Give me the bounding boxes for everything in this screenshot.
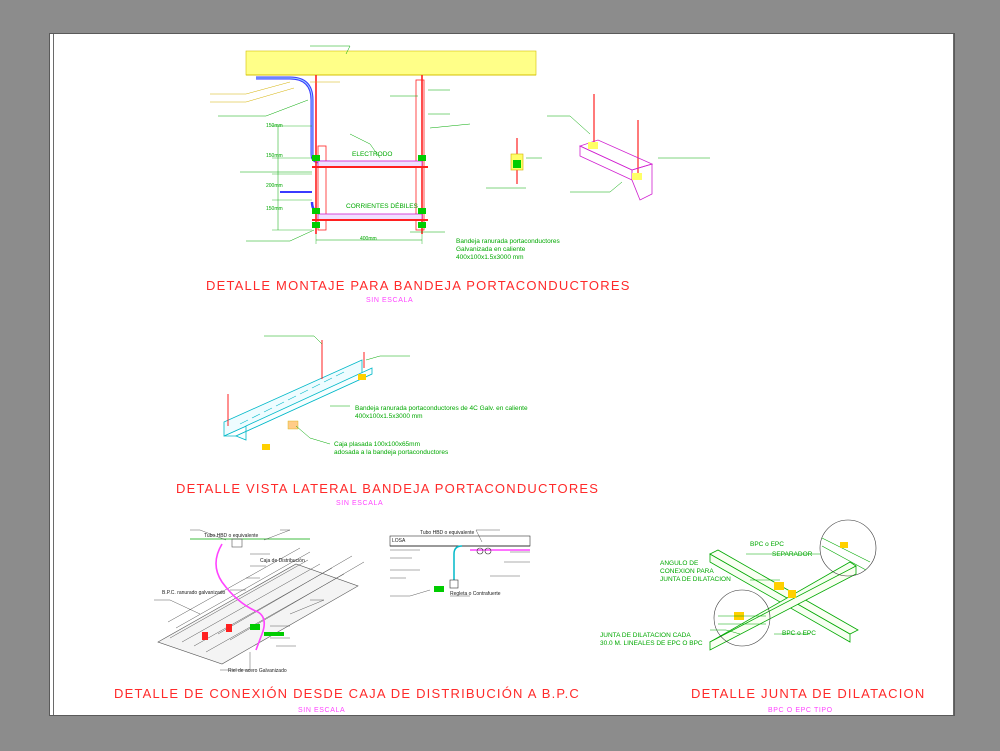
montaje-detail <box>210 45 710 244</box>
scale-junta: BPC O EPC TIPO <box>768 707 833 714</box>
label-regleta: Regleta o Contrafuerte <box>450 591 501 597</box>
label-electrodo: ELECTRODO <box>352 151 393 158</box>
label-angulo-line3: JUNTA DE DILATACION <box>660 576 731 583</box>
dim-150-mid: 150mm <box>266 153 283 159</box>
label-caja-distribucion: Caja de Distribución <box>260 558 305 564</box>
junta-zoom-top <box>819 519 877 577</box>
dim-150-top: 150mm <box>266 123 283 129</box>
label-lateral-bandeja-line1: Bandeja ranurada portaconductores de 4C … <box>355 405 528 412</box>
junta-zoom-bottom <box>713 589 771 647</box>
scale-montaje: SIN ESCALA <box>366 297 414 304</box>
label-tubo-left: Tubo HBD o equivalente <box>204 533 259 539</box>
label-junta-bpc-top: BPC o EPC <box>750 541 784 548</box>
label-junta-separador: SEPARADOR <box>772 551 813 558</box>
label-lateral-caja-line2: adosada a la bandeja portaconductores <box>334 449 449 456</box>
label-lateral-caja-line1: Caja plasada 100x100x65mm <box>334 441 420 448</box>
title-vista-lateral: DETALLE VISTA LATERAL BANDEJA PORTACONDU… <box>176 481 600 496</box>
conduit-flex <box>215 543 266 651</box>
label-bpc-ranurado: B.P.C. ranurado galvanizado <box>162 590 226 596</box>
junta-detail <box>709 519 877 651</box>
label-junta-line1: JUNTA DE DILATACION CADA <box>600 632 691 639</box>
label-junta-bpc-bottom: BPC o EPC <box>782 630 816 637</box>
title-junta: DETALLE JUNTA DE DILATACION <box>691 686 926 701</box>
frame-border-left <box>53 34 54 715</box>
label-tubo-right: Tubo HBD o equivalente <box>420 530 475 536</box>
cad-drawing <box>154 45 877 671</box>
ceiling-slab <box>245 50 537 76</box>
label-angulo-line2: CONEXION PARA <box>660 568 714 575</box>
dim-150-bot: 150mm <box>266 206 283 212</box>
label-junta-line2: 30.0 M. LINEALES DE EPC O BPC <box>600 640 703 647</box>
frame-border-right <box>953 34 954 715</box>
title-conexion: DETALLE DE CONEXIÓN DESDE CAJA DE DISTRI… <box>114 686 580 701</box>
conduit-pipe <box>256 76 330 164</box>
lateral-detail <box>223 335 410 450</box>
label-lateral-bandeja-line2: 400x100x1.5x3000 mm <box>355 413 423 420</box>
label-bandeja-line2: Galvanizada en caliente <box>456 246 526 253</box>
conexion-detail <box>154 529 531 671</box>
title-montaje: DETALLE MONTAJE PARA BANDEJA PORTACONDUC… <box>206 278 631 293</box>
label-losa: LOSA <box>392 538 406 544</box>
scale-conexion: SIN ESCALA <box>298 707 346 714</box>
label-angulo-line1: ANGULO DE <box>660 560 699 567</box>
label-corrientes-debiles: CORRIENTES DÉBILES <box>346 203 418 210</box>
label-bandeja-line1: Bandeja ranurada portaconductores <box>456 238 560 245</box>
label-riel: Riel de acero Galvanizado <box>228 668 287 674</box>
label-bandeja-line3: 400x100x1.5x3000 mm <box>456 254 524 261</box>
unistrut-left <box>317 145 327 231</box>
dim-200: 200mm <box>266 183 283 189</box>
dim-400: 400mm <box>360 236 377 242</box>
drawing-sheet: ELECTRODO CORRIENTES DÉBILES Bandeja ran… <box>49 33 955 716</box>
scale-vista-lateral: SIN ESCALA <box>336 500 384 507</box>
